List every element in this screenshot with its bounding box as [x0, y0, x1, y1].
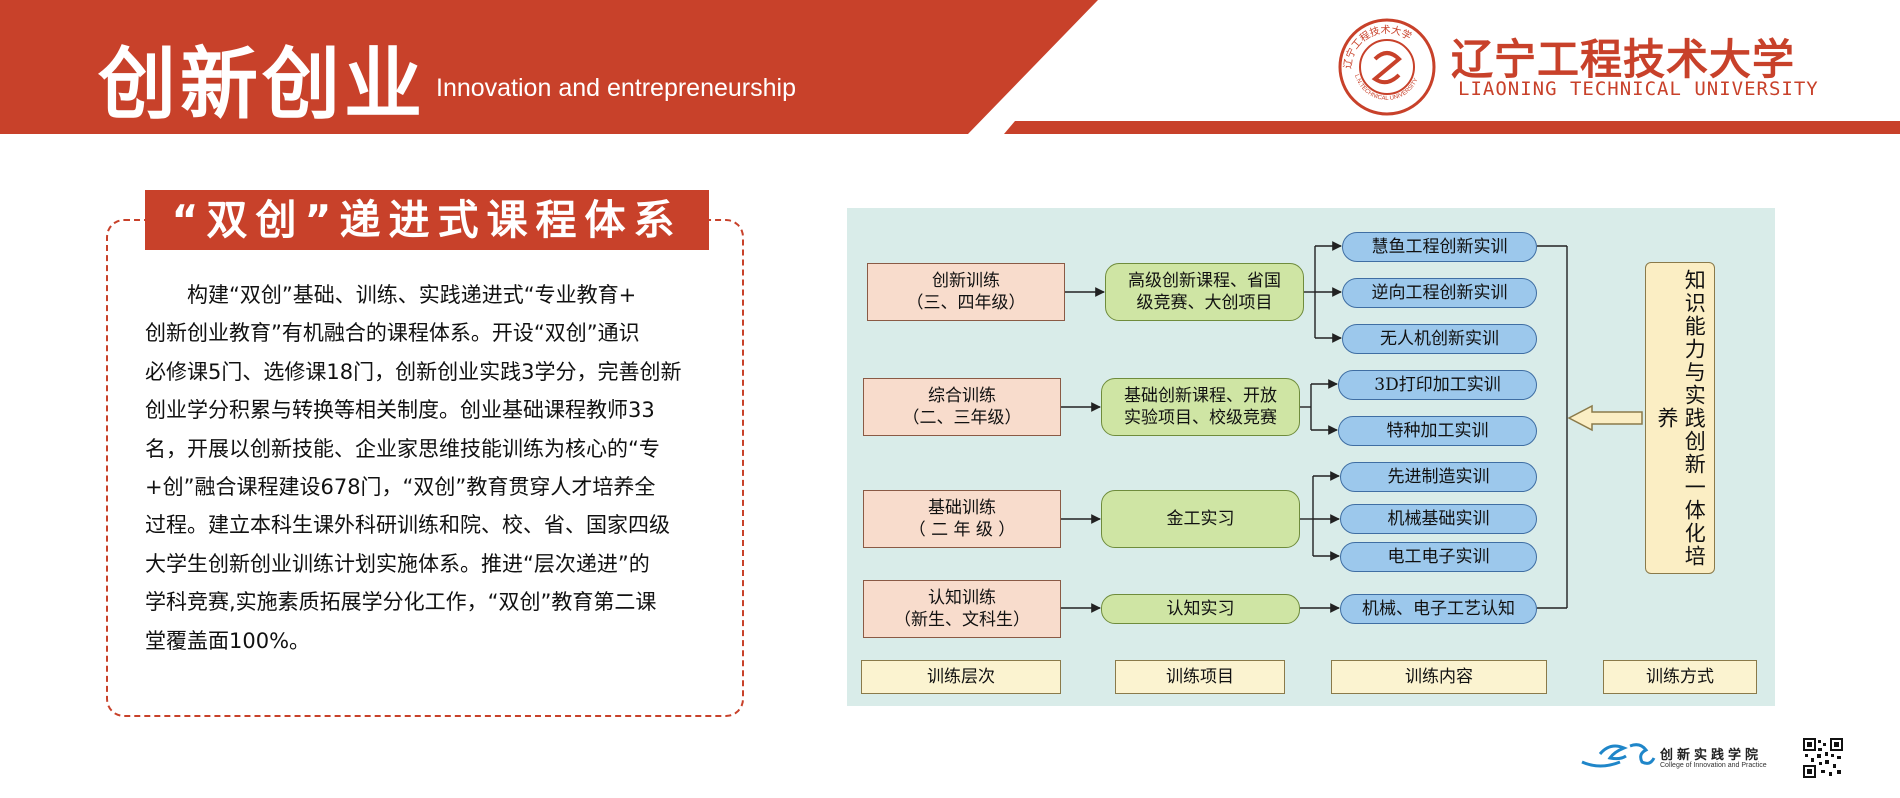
project-line: 认知实习	[1166, 598, 1235, 619]
project-box-metalwork: 金工实习	[1101, 490, 1300, 548]
level-name: 综合训练	[928, 385, 996, 406]
qr-code-icon	[1803, 738, 1843, 778]
content-box: 电工电子实训	[1340, 542, 1537, 572]
college-logo-icon	[1581, 743, 1656, 768]
training-method-label: 知识能力与实践创新一体化培养	[1645, 262, 1715, 574]
curriculum-diagram: 创新训练（三、四年级） 综合训练（二、三年级） 基础训练（ 二 年 级 ） 认知…	[847, 208, 1775, 706]
body-line: 创业学分积累与转换等相关制度。创业基础课程教师33	[145, 398, 655, 423]
body-line: 名，开展以创新技能、企业家思维技能训练为核心的“专	[145, 436, 660, 461]
section-title: “双创”递进式课程体系	[145, 190, 709, 250]
project-line: 级竞赛、大创项目	[1136, 293, 1273, 313]
level-name: 认知训练	[928, 587, 996, 608]
level-grade: （三、四年级）	[906, 293, 1026, 313]
university-name-en: LIAONING TECHNICAL UNIVERSITY	[1458, 78, 1819, 100]
level-box-innovation: 创新训练（三、四年级）	[867, 263, 1065, 321]
page-subtitle: Innovation and entrepreneurship	[436, 74, 796, 102]
project-box-cognition: 认知实习	[1101, 594, 1300, 624]
footer-label-content: 训练内容	[1331, 660, 1547, 694]
university-seal-icon: 辽宁工程技术大学 L.N.TECHNICAL UNIVERSITY	[1338, 18, 1436, 116]
body-line: 创新创业教育”有机融合的课程体系。开设“双创”通识	[145, 321, 640, 346]
project-line: 基础创新课程、开放	[1124, 385, 1277, 406]
content-box: 机械、电子工艺认知	[1340, 594, 1537, 624]
level-grade: （ 二 年 级 ）	[908, 520, 1016, 540]
body-line: 过程。建立本科生课外科研训练和院、校、省、国家四级	[145, 513, 670, 538]
page-title: 创新创业	[98, 40, 427, 130]
body-line: 构建“双创”基础、训练、实践递进式“专业教育+	[145, 283, 637, 307]
level-box-comprehensive: 综合训练（二、三年级）	[863, 378, 1061, 436]
project-line: 金工实习	[1166, 508, 1235, 529]
body-line: 大学生创新创业训练计划实施体系。推进“层次递进”的	[145, 551, 650, 576]
body-line: +创”融合课程建设678门，“双创”教育贯穿人才培养全	[145, 475, 656, 500]
footer-label-level: 训练层次	[861, 660, 1061, 694]
project-box-foundation: 基础创新课程、开放实验项目、校级竞赛	[1101, 378, 1300, 436]
level-box-basic: 基础训练（ 二 年 级 ）	[863, 490, 1061, 548]
level-box-cognitive: 认知训练（新生、文科生）	[863, 580, 1061, 638]
footer-label-project: 训练项目	[1115, 660, 1285, 694]
content-box: 3D打印加工实训	[1338, 370, 1537, 400]
footer-label-method: 训练方式	[1603, 660, 1757, 694]
body-line: 必修课5门、选修课18门，创新创业实践3学分，完善创新	[145, 359, 682, 384]
level-grade: （新生、文科生）	[894, 610, 1030, 630]
content-box: 慧鱼工程创新实训	[1342, 232, 1537, 262]
university-name-cn: 辽宁工程技术大学	[1451, 35, 1796, 84]
body-line: 堂覆盖面100%。	[145, 628, 311, 653]
header-band	[0, 0, 1900, 134]
section-body: 构建“双创”基础、训练、实践递进式“专业教育+ 创新创业教育”有机融合的课程体系…	[145, 276, 711, 660]
content-box: 无人机创新实训	[1342, 324, 1537, 354]
diagram-connectors	[1061, 241, 1643, 613]
project-line: 实验项目、校级竞赛	[1124, 408, 1277, 428]
content-box: 先进制造实训	[1340, 462, 1537, 492]
body-line: 学科竞赛,实施素质拓展学分化工作，“双创”教育第二课	[145, 590, 657, 615]
content-box: 逆向工程创新实训	[1342, 278, 1537, 308]
college-name-cn: 创新实践学院	[1660, 748, 1763, 763]
college-name-en: College of Innovation and Practice	[1660, 762, 1767, 769]
content-box: 特种加工实训	[1338, 416, 1537, 446]
level-name: 创新训练	[932, 270, 1000, 291]
level-grade: （二、三年级）	[902, 408, 1022, 428]
training-method-text: 知识能力与实践创新一体化培养	[1655, 268, 1707, 568]
content-box: 机械基础实训	[1340, 504, 1537, 534]
project-line: 高级创新课程、省国	[1128, 270, 1281, 291]
level-name: 基础训练	[928, 497, 996, 518]
project-box-advanced: 高级创新课程、省国级竞赛、大创项目	[1105, 263, 1304, 321]
